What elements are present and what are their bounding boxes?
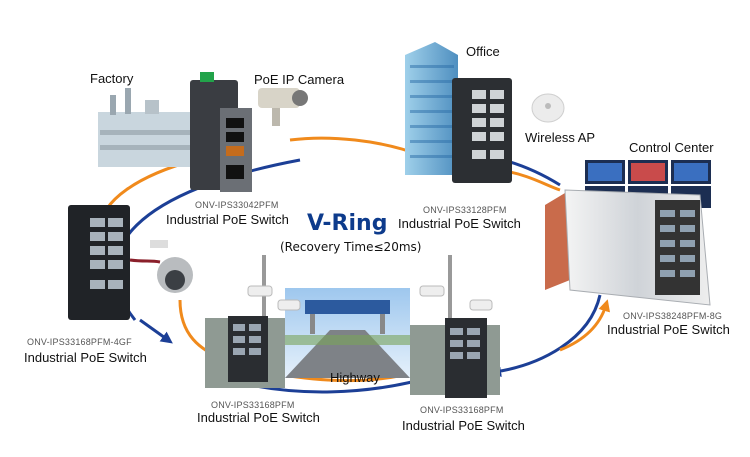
- switch-cabinet-right: [410, 318, 500, 398]
- poe-ip-camera: [258, 88, 308, 126]
- switch-onv-ips33168pfm-4gf: [68, 205, 130, 320]
- switch-onv-ips38248pfm-8g: [564, 189, 711, 306]
- switch-model-1: ONV-IPS33042PFM: [195, 200, 279, 210]
- switch-type-2: Industrial PoE Switch: [398, 216, 521, 231]
- switch-model-2: ONV-IPS33128PFM: [423, 205, 507, 215]
- switch-model-6: ONV-IPS33168PFM: [420, 405, 504, 415]
- dome-camera: [150, 240, 193, 293]
- ring-title: V-Ring: [307, 211, 388, 236]
- ring-subtitle: (Recovery Time≤20ms): [280, 240, 422, 254]
- switch-type-4: Industrial PoE Switch: [24, 350, 147, 365]
- switch-model-4: ONV-IPS33168PFM-4GF: [27, 337, 132, 347]
- wireless-ap-label: Wireless AP: [525, 130, 596, 145]
- control-center-label: Control Center: [629, 140, 714, 155]
- switch-type-3: Industrial PoE Switch: [607, 322, 730, 337]
- camera-label: PoE IP Camera: [254, 72, 345, 87]
- switch-onv-ips33042pfm: [190, 72, 252, 192]
- switch-cabinet-left: [205, 316, 285, 388]
- switch-onv-ips33128pfm: [452, 78, 512, 183]
- network-cable: [129, 258, 161, 264]
- factory-label: Factory: [90, 71, 134, 86]
- street-cameras: [247, 255, 493, 325]
- wireless-ap-icon: [531, 93, 565, 123]
- control-center-building: [545, 190, 570, 290]
- switch-type-6: Industrial PoE Switch: [402, 418, 525, 433]
- office-building: [405, 42, 458, 175]
- highway-label: Highway: [330, 370, 380, 385]
- switch-model-3: ONV-IPS38248PFM-8G: [623, 311, 723, 321]
- switch-type-5: Industrial PoE Switch: [197, 410, 320, 425]
- switch-type-1: Industrial PoE Switch: [166, 212, 289, 227]
- highway-photo: [285, 288, 410, 378]
- switch-model-5: ONV-IPS33168PFM: [211, 400, 295, 410]
- factory-illustration: [98, 88, 193, 167]
- office-label: Office: [466, 44, 500, 59]
